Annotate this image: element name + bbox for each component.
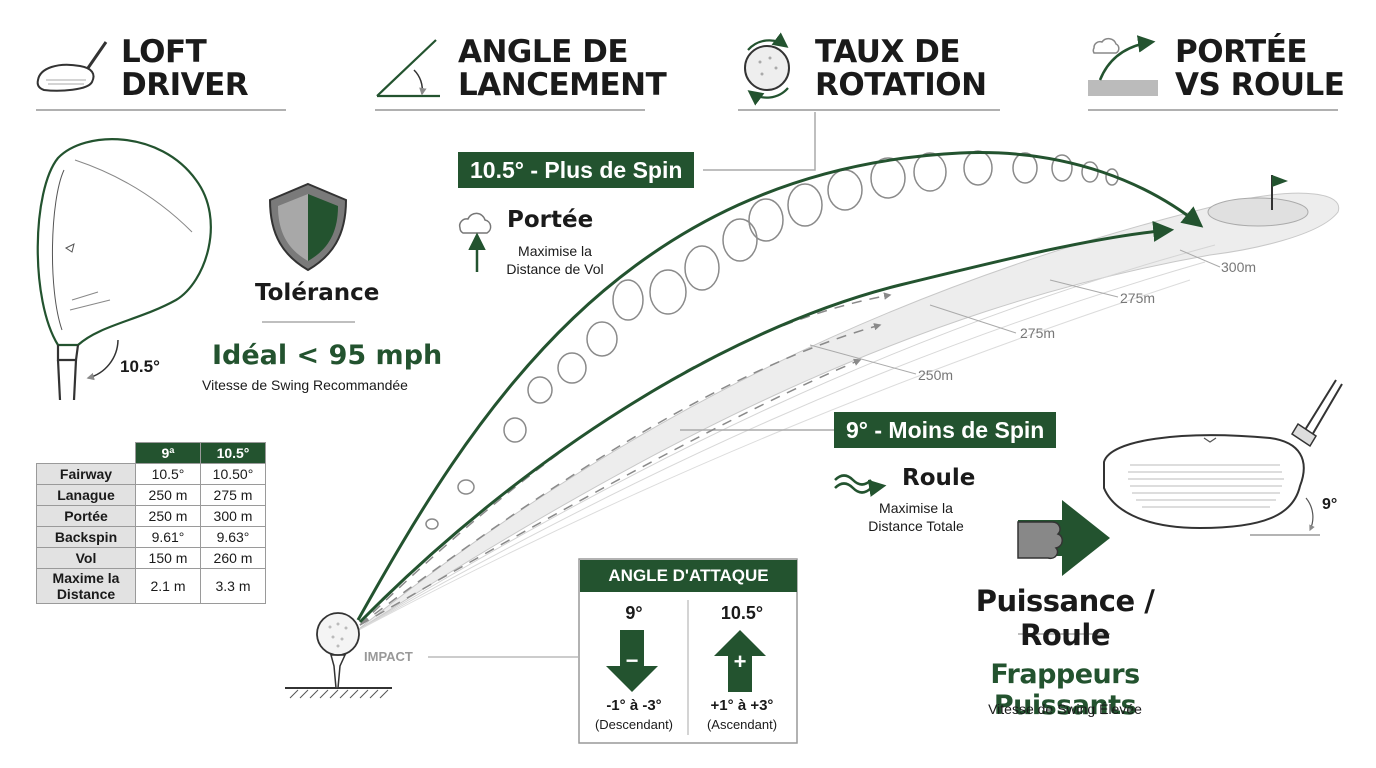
header-carry: PORTÉE VS ROULE: [1175, 34, 1345, 103]
attack-right-loft: 10.5°: [720, 603, 764, 623]
table-row: Vol 150 m 260 m: [36, 547, 266, 569]
carry-roll-icon: [1088, 35, 1158, 96]
power-label: Puissance / Roule: [975, 584, 1155, 652]
cell-9: 250 m: [135, 484, 201, 506]
header-spin: TAUX DE ROTATION: [815, 36, 987, 102]
header-carry-line1: PORTÉE: [1175, 34, 1308, 70]
header-loft-line1: LOFT: [121, 34, 207, 70]
header-carry-rule: [1088, 109, 1338, 111]
table-row: Portée 250 m 300 m: [36, 505, 266, 527]
carry-caption: Maximise la Distance de Vol: [494, 242, 616, 278]
power-hitters: Frappeurs Puissants: [990, 659, 1140, 721]
low-spin-banner: 9° - Moins de Spin: [834, 412, 1057, 448]
speed-caption: Vitesse de Swing Recommandée: [202, 377, 408, 393]
golf-ball-on-tee: [285, 612, 392, 699]
roll-title: Roule: [902, 465, 976, 491]
attack-right-range: +1° à +3°: [710, 697, 774, 714]
cell-105: 275 m: [200, 484, 266, 506]
row-label: Fairway: [36, 463, 136, 485]
attack-left-range: -1° à -3°: [606, 697, 662, 714]
row-label: Vol: [36, 547, 136, 569]
header-launch-rule: [375, 109, 645, 111]
flag: [1272, 175, 1288, 187]
fairway-ribbon: [354, 192, 1340, 633]
table-row: Fairway 10.5° 10.50°: [36, 463, 266, 485]
driver-head-icon: [36, 41, 108, 92]
cell-9: 10.5°: [135, 463, 201, 485]
spin-spirals: [425, 150, 1119, 530]
header-spin-rule: [738, 109, 1000, 111]
plus-sign: +: [733, 649, 747, 674]
row-label: Maxime la Distance: [36, 568, 136, 604]
high-spin-banner: 10.5° - Plus de Spin: [458, 152, 695, 188]
column-header-9: 9ª: [135, 442, 201, 464]
distance-label-300: 300m: [1221, 259, 1257, 275]
header-loft: LOFT DRIVER: [121, 34, 249, 103]
cell-9: 9.61°: [135, 526, 201, 548]
cell-105: 260 m: [200, 547, 266, 569]
low-trajectory: [358, 220, 1175, 624]
header-launch: ANGLE DE LANCEMENT: [458, 34, 667, 103]
header-launch-line1: ANGLE DE: [458, 34, 629, 70]
shield-icon: [268, 182, 348, 272]
header-spin-line1: TAUX DE: [815, 34, 961, 70]
high-trajectory: [356, 151, 1204, 621]
tolerance-label: Tolérance: [255, 280, 380, 306]
driver-loft-label: 10.5°: [120, 357, 160, 376]
column-header-105: 10.5°: [200, 442, 266, 464]
cloud-icon: [458, 212, 492, 234]
distance-label-250: 250m: [918, 367, 954, 383]
distance-label-275a: 275m: [1120, 290, 1156, 306]
attack-right-caption: (Ascendant): [706, 717, 778, 732]
header-loft-line2: DRIVER: [121, 67, 249, 103]
attack-angle-title: ANGLE D'ATTAQUE: [580, 560, 797, 592]
cell-105: 9.63°: [200, 526, 266, 548]
cell-105: 3.3 m: [200, 568, 266, 604]
table-corner: [37, 443, 136, 464]
header-carry-line2: VS ROULE: [1175, 67, 1345, 103]
driver-face-left: [36, 138, 212, 401]
row-label: Backspin: [36, 526, 136, 548]
table-header-row: 9ª 10.5°: [37, 442, 266, 464]
header-spin-line2: ROTATION: [815, 67, 987, 103]
header-launch-line2: LANCEMENT: [458, 67, 667, 103]
power-hitters-caption: Vitesse de Swing Élevée: [988, 701, 1142, 717]
row-label: Lanague: [36, 484, 136, 506]
cell-9: 250 m: [135, 505, 201, 527]
table-row: Backspin 9.61° 9.63°: [36, 526, 266, 548]
down-arrow-icon: [606, 630, 658, 692]
table-row: Maxime la Distance 2.1 m 3.3 m: [36, 568, 266, 604]
launch-angle-icon: [376, 39, 440, 98]
roll-caption-line2: Distance Totale: [868, 518, 964, 534]
roll-caption: Maximise la Distance Totale: [856, 499, 976, 535]
row-label: Portée: [36, 505, 136, 527]
attack-left-loft: 9°: [625, 603, 643, 623]
spin-rate-icon: [744, 32, 790, 106]
ideal-speed: Idéal < 95 mph: [212, 340, 443, 371]
wave-arrow-icon: [834, 474, 887, 497]
carry-caption-line2: Distance de Vol: [506, 261, 604, 277]
roll-caption-line1: Maximise la: [879, 500, 953, 516]
cell-9: 150 m: [135, 547, 201, 569]
minus-sign: −: [625, 648, 639, 673]
distance-label-275b: 275m: [1020, 325, 1056, 341]
cell-105: 10.50°: [200, 463, 266, 485]
right-driver-loft: 9°: [1322, 496, 1338, 513]
putting-green: [1207, 197, 1309, 227]
up-arrow-box-icon: [714, 630, 766, 692]
specs-table: 9ª 10.5° Fairway 10.5° 10.50° Lanague 25…: [36, 442, 266, 604]
fist-arrow-icon: [1017, 500, 1110, 576]
cell-9: 2.1 m: [135, 568, 201, 604]
carry-title: Portée: [507, 207, 594, 233]
impact-label: IMPACT: [364, 649, 413, 664]
attack-left-caption: (Descendant): [594, 717, 674, 732]
driver-face-right: [1103, 379, 1343, 536]
header-loft-rule: [36, 109, 286, 111]
cell-105: 300 m: [200, 505, 266, 527]
table-row: Lanague 250 m 275 m: [36, 484, 266, 506]
carry-caption-line1: Maximise la: [518, 243, 592, 259]
